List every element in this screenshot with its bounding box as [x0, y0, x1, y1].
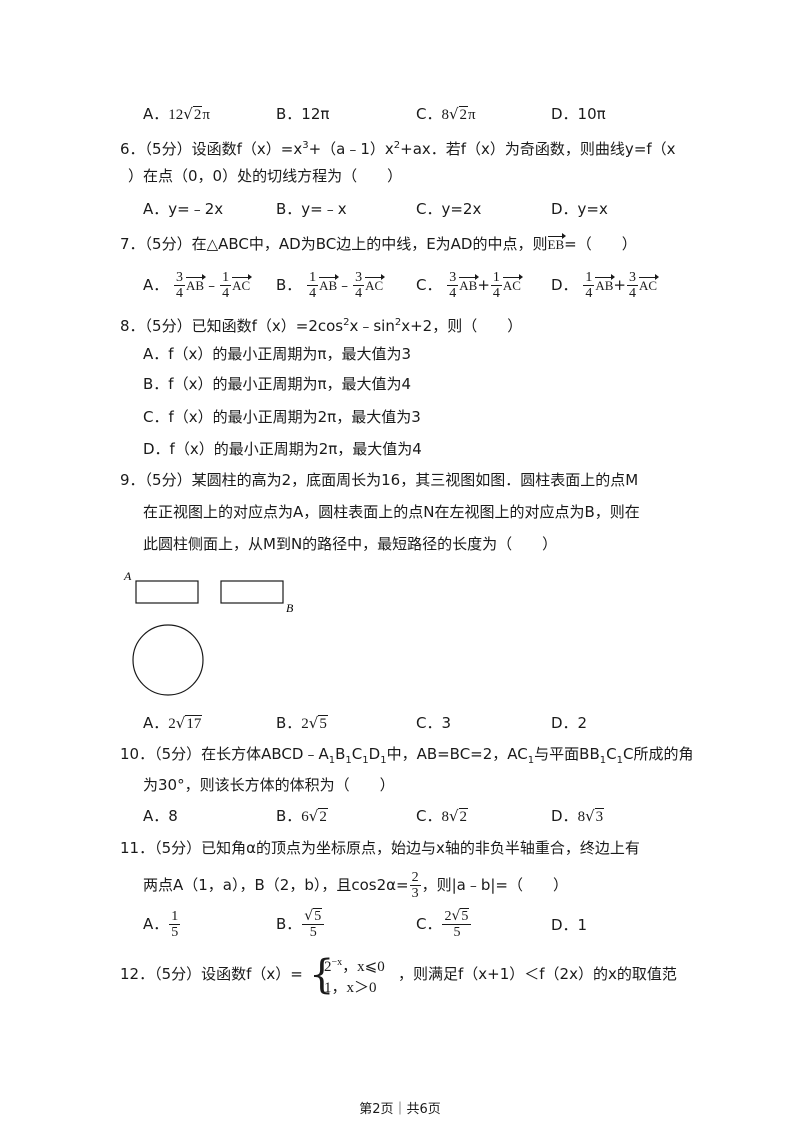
q6-option-d: D．y=x — [551, 200, 608, 218]
q9-option-b: B．2√5 — [276, 714, 328, 732]
q11-stem-line1: 11．（5分）已知角α的顶点为坐标原点，始边与x轴的非负半轴重合，终边上有 — [120, 839, 640, 857]
side-view-rect — [220, 580, 284, 604]
q12-case2: 1，x＞0 — [324, 980, 377, 996]
q10-option-b: B．6√2 — [276, 807, 328, 825]
label-b: B — [286, 601, 294, 615]
q11-option-d: D．1 — [551, 916, 588, 934]
q8-stem: 8．（5分）已知函数f（x）=2cos2x﹣sin2x+2，则（ ） — [120, 317, 523, 335]
q10-stem-line2: 为30°，则该长方体的体积为（ ） — [143, 776, 395, 794]
q9-option-d: D．2 — [551, 714, 588, 732]
q10-option-d: D．8√3 — [551, 807, 605, 825]
q9-stem-line2: 在正视图上的对应点为A，圆柱表面上的点N在左视图上的对应点为B，则在 — [143, 503, 640, 521]
q5-option-d: D．10π — [551, 105, 606, 123]
page-footer: 第2页｜共6页 — [359, 1102, 441, 1117]
q8-option-c: C．f（x）的最小正周期为2π，最大值为3 — [143, 408, 421, 426]
q6-option-a: A．y=﹣2x — [143, 200, 224, 218]
q8-option-d: D．f（x）的最小正周期为2π，最大值为4 — [143, 440, 422, 458]
q5-option-c: C．8√2π — [416, 105, 476, 123]
vector-eb: EB — [547, 233, 566, 255]
q6-stem-line1: 6．（5分）设函数f（x）=x3+（a﹣1）x2+ax．若f（x）为奇函数，则曲… — [120, 140, 676, 158]
q8-option-b: B．f（x）的最小正周期为π，最大值为4 — [143, 375, 412, 393]
q12-prefix: 12．（5分）设函数f（x）= — [120, 965, 303, 983]
label-a: A — [123, 569, 132, 583]
front-view-rect — [135, 580, 199, 604]
q6-option-c: C．y=2x — [416, 200, 482, 218]
q9-option-c: C．3 — [416, 714, 452, 732]
sqrt-symbol: √2 — [183, 105, 203, 123]
q8-option-a: A．f（x）的最小正周期为π，最大值为3 — [143, 345, 411, 363]
q6-stem-line2: ）在点（0，0）处的切线方程为（ ） — [128, 167, 403, 185]
q9-option-a: A．2√17 — [143, 714, 203, 732]
q5-option-a: A．12√2π — [143, 105, 210, 123]
top-view-circle — [132, 624, 204, 696]
q10-option-a: A．8 — [143, 807, 178, 825]
q7-stem: 7．（5分）在△ABC中，AD为BC边上的中线，E为AD的中点，则EB=（ ） — [120, 233, 637, 255]
piecewise-brace: { — [309, 952, 335, 998]
q10-stem-line1: 10．（5分）在长方体ABCD﹣A1B1C1D1中，AB=BC=2，AC1与平面… — [120, 745, 694, 766]
three-view-figure: A B — [123, 569, 294, 696]
q10-option-c: C．8√2 — [416, 807, 469, 825]
q9-stem-line1: 9．（5分）某圆柱的高为2，底面周长为16，其三视图如图．圆柱表面上的点M — [120, 471, 639, 489]
q6-option-b: B．y=﹣x — [276, 200, 347, 218]
q9-stem-line3: 此圆柱侧面上，从M到N的路径中，最短路径的长度为（ ） — [143, 535, 558, 553]
q12-suffix: ，则满足f（x+1）＜f（2x）的x的取值范 — [398, 965, 677, 983]
q12-case1: 2−x，x⩽0 — [324, 957, 385, 975]
q5-option-b: B．12π — [276, 105, 330, 123]
